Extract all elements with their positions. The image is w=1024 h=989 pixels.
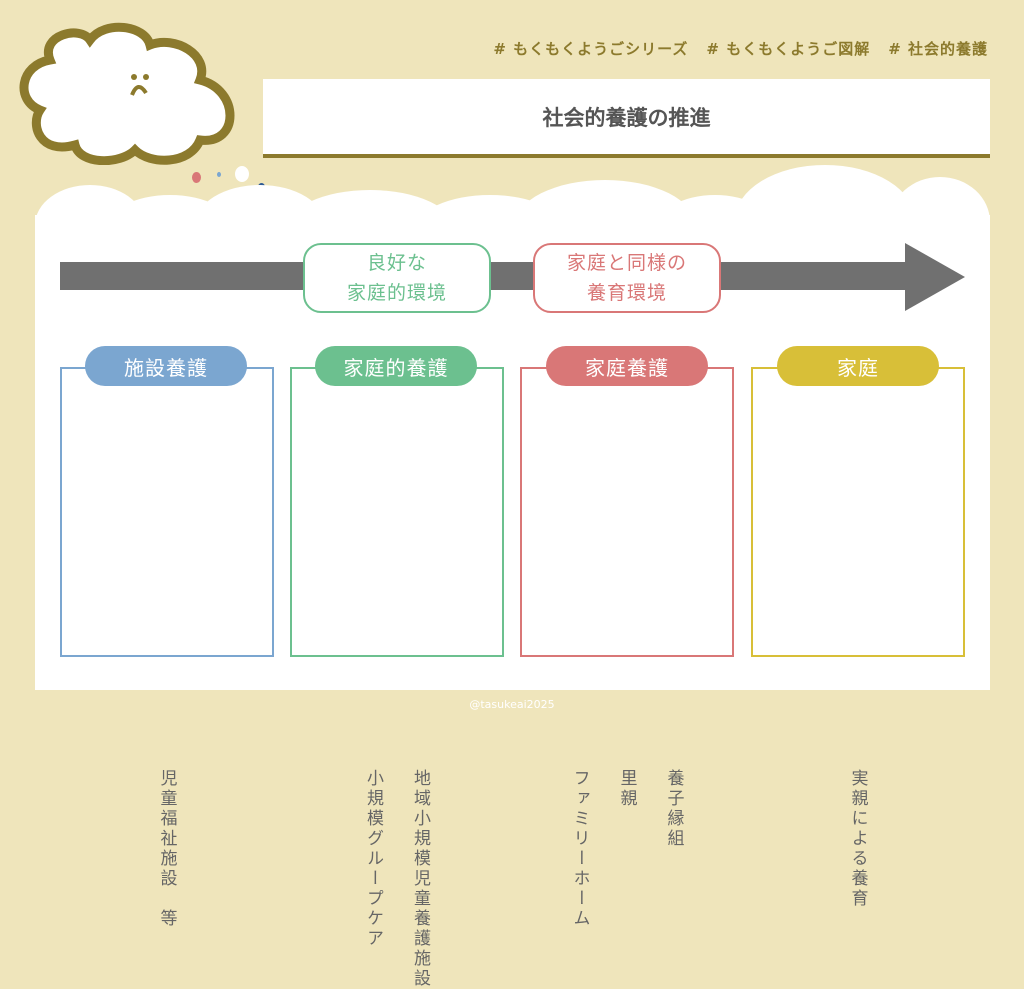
item: 小規模グループケア [363, 769, 383, 949]
category-header: 施設養護 [85, 346, 247, 386]
hashtag: # 社会的養護 [888, 40, 988, 58]
credit: @tasukeai2025 [469, 698, 555, 711]
dot-blue-small [217, 172, 221, 177]
dot-white [235, 166, 249, 182]
category-header: 家庭的養護 [315, 346, 477, 386]
hashtags: # もくもくようごシリーズ # もくもくようご図解 # 社会的養護 [493, 38, 988, 59]
item: 里親 [616, 769, 637, 809]
label-family-like-environment: 家庭と同様の養育環境 [533, 243, 721, 313]
item: ファミリーホーム [569, 769, 590, 929]
item: 実親による養育 [847, 769, 868, 909]
item: 児童福祉施設 等 [156, 769, 177, 929]
category-box-institutional: 児童福祉施設 等 [60, 367, 274, 929]
category-header: 家庭養護 [546, 346, 708, 386]
dot-red [192, 172, 201, 183]
category-box-family-like: 地域小規模児童養護施設 小規模グループケア [290, 367, 504, 989]
label-good-family-environment: 良好な家庭的環境 [303, 243, 491, 313]
category-box-home: 実親による養育 [751, 367, 965, 909]
category-header: 家庭 [777, 346, 939, 386]
page-title: 社会的養護の推進 [263, 79, 990, 158]
hashtag: # もくもくようごシリーズ [493, 40, 689, 58]
arrow-head-icon [905, 243, 965, 311]
cloud-mascot-icon [19, 22, 235, 165]
category-box-family-care: 養子縁組 里親 ファミリーホーム [520, 367, 734, 929]
item: 養子縁組 [663, 769, 684, 849]
item: 地域小規模児童養護施設 [410, 769, 430, 989]
hashtag: # もくもくようご図解 [706, 40, 871, 58]
